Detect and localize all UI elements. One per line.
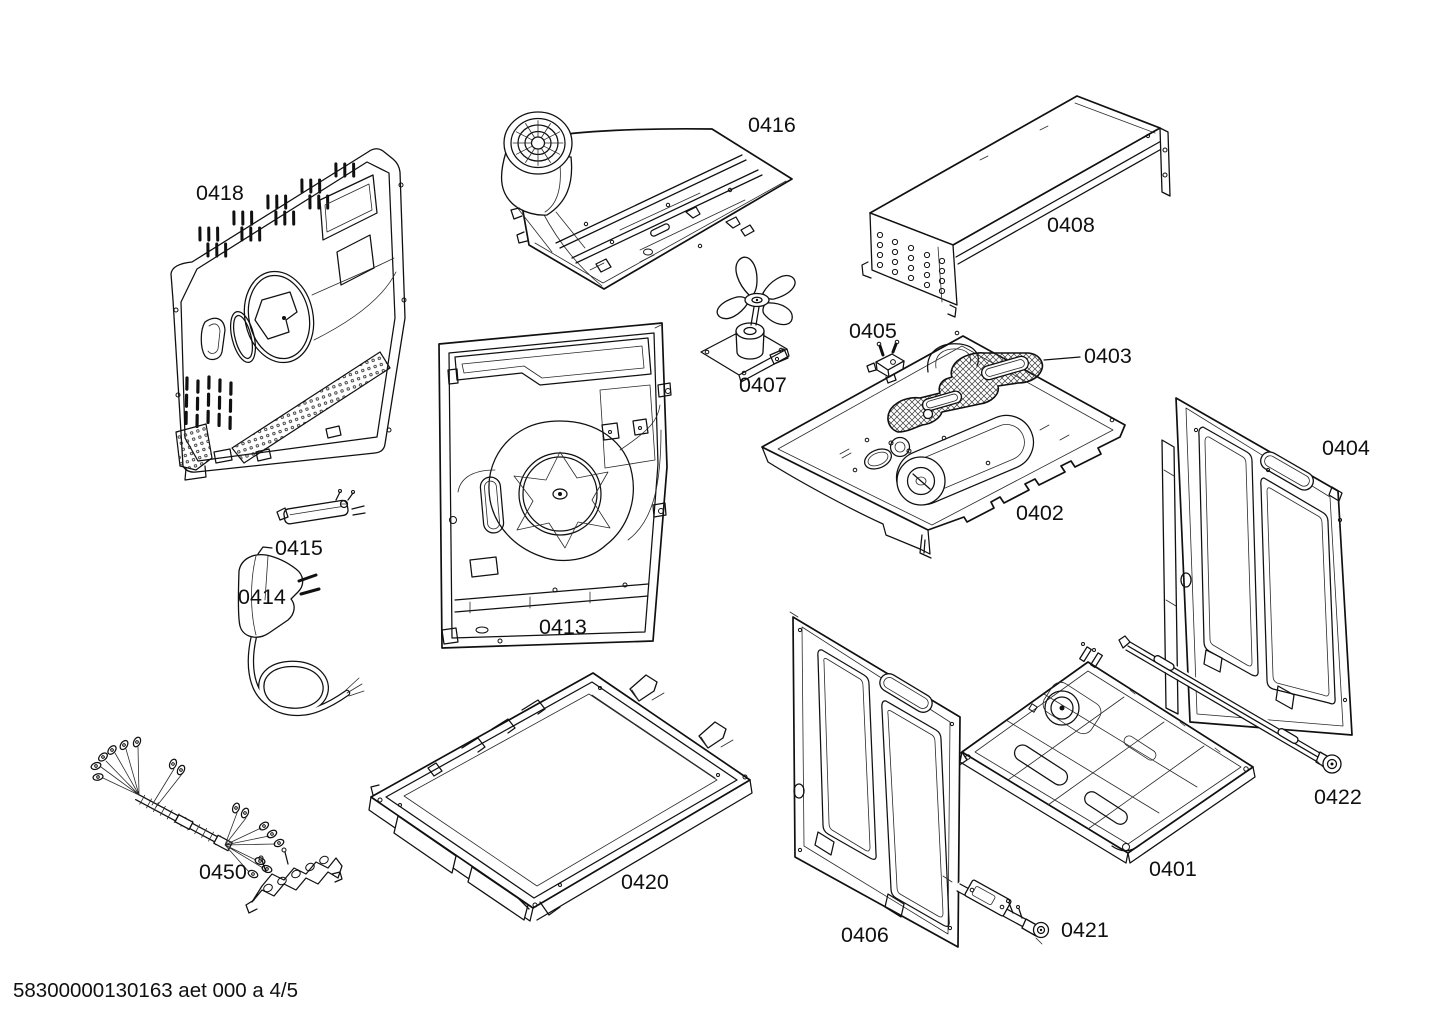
part-0450-drawing [90, 736, 343, 914]
part-0415-drawing [276, 489, 366, 525]
part-label-0420: 0420 [621, 870, 669, 894]
part-0408-drawing [861, 95, 1171, 318]
part-0407-drawing [700, 256, 796, 383]
part-label-0416: 0416 [748, 113, 796, 137]
part-label-0418: 0418 [196, 181, 244, 205]
part-label-0406: 0406 [841, 923, 889, 947]
part-0421-drawing [942, 875, 1050, 945]
part-label-0402: 0402 [1016, 501, 1064, 525]
part-labels: 0418 0416 0408 0405 0403 0407 0402 0404 … [196, 113, 1370, 947]
part-label-0450: 0450 [199, 860, 247, 884]
part-label-0421: 0421 [1061, 918, 1109, 942]
leader-line-0403 [1043, 356, 1081, 361]
part-label-0415: 0415 [275, 536, 323, 560]
part-0401-drawing [953, 642, 1256, 864]
part-label-0422: 0422 [1314, 785, 1362, 809]
part-0406-drawing [789, 611, 961, 948]
part-0402-drawing [761, 330, 1126, 559]
part-0405-drawing [866, 339, 905, 384]
part-label-0405: 0405 [849, 319, 897, 343]
document-reference: 58300000130163 aet 000 a 4/5 [13, 979, 298, 1002]
part-0404-drawing [1161, 397, 1353, 736]
part-label-0414: 0414 [238, 585, 286, 609]
part-label-0404: 0404 [1322, 436, 1370, 460]
part-label-0403: 0403 [1084, 344, 1132, 368]
part-label-0413: 0413 [539, 615, 587, 639]
part-0418-drawing [170, 148, 407, 481]
part-label-0401: 0401 [1149, 857, 1197, 881]
part-label-0407: 0407 [739, 373, 787, 397]
part-0403-drawing [887, 352, 1081, 433]
part-0414-drawing [237, 546, 365, 717]
part-0416-drawing [500, 111, 793, 290]
part-label-0408: 0408 [1047, 213, 1095, 237]
part-0413-drawing [438, 322, 672, 649]
part-0420-drawing [368, 672, 753, 922]
part-0422-drawing [1118, 635, 1342, 774]
